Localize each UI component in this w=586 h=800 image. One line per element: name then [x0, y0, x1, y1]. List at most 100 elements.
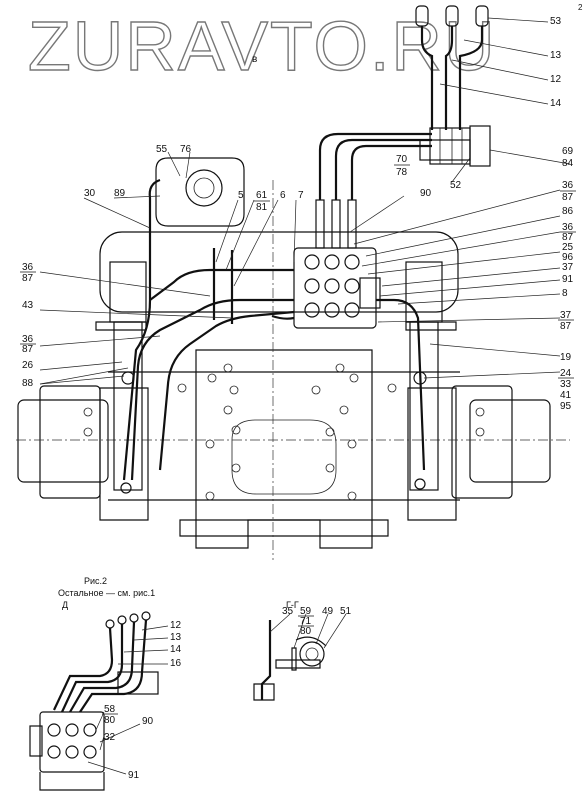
quick-couplers — [415, 5, 489, 130]
leader-lines — [39, 17, 571, 775]
callout-16: 16 — [170, 658, 182, 669]
callout-70: 70 — [396, 154, 408, 165]
callouts: 53 13 12 14 70 78 52 69 84 55 76 30 89 5… — [22, 16, 574, 781]
callout-80-b: 80 — [300, 626, 312, 637]
bolt-holes — [83, 363, 485, 501]
callout-19: 19 — [560, 352, 572, 363]
callout-12: 12 — [550, 74, 562, 85]
callout-41: 41 — [560, 390, 572, 401]
callout-80: 80 — [104, 715, 116, 726]
filter-elbow — [148, 178, 161, 250]
callout-52: 52 — [450, 180, 462, 191]
callout-95: 95 — [560, 401, 572, 412]
figure-2-note: Остальное — см. рис.1 — [58, 588, 155, 598]
frame-opening — [231, 419, 337, 495]
right-bracket — [407, 387, 457, 521]
figure-2-hoses — [53, 611, 159, 713]
callout-5: 5 — [238, 190, 244, 201]
callout-84: 84 — [562, 158, 574, 169]
callout-32: 32 — [104, 732, 116, 743]
callout-14-b: 14 — [170, 644, 182, 655]
figure-2: Рис.2 Остальное — см. рис.1 Д — [29, 576, 159, 791]
callout-35: 35 — [282, 606, 294, 617]
callout-96: 96 — [562, 252, 574, 263]
right-wheel-hub — [451, 385, 513, 499]
callout-underlines — [20, 164, 576, 715]
left-wheel-hub — [39, 385, 101, 499]
right-axle-housing — [469, 399, 551, 483]
watermark: ZURAVTO.RU — [28, 7, 497, 85]
callout-13: 13 — [550, 50, 562, 61]
section-pipe — [299, 641, 325, 667]
hose-couplers — [419, 125, 491, 167]
callout-33: 33 — [560, 379, 572, 390]
lower-crossbar — [179, 519, 389, 537]
callout-59: 59 — [300, 606, 312, 617]
callout-69: 69 — [562, 146, 574, 157]
callout-87-d: 87 — [560, 321, 572, 332]
callout-87-b: 87 — [562, 232, 574, 243]
callout-36: 36 — [562, 180, 574, 191]
frame-plate — [195, 349, 373, 549]
callout-25: 25 — [562, 242, 574, 253]
callout-43: 43 — [22, 300, 34, 311]
section-clamp — [295, 636, 327, 647]
figure-2-title: Рис.2 — [84, 576, 107, 586]
callout-8: 8 — [562, 288, 568, 299]
callout-87-e: 87 — [22, 344, 34, 355]
callout-55: 55 — [156, 144, 168, 155]
callout-90-b: 90 — [142, 716, 154, 727]
callout-87-c: 87 — [22, 273, 34, 284]
section-g-g: Г-Г — [253, 600, 327, 701]
callout-36-b: 36 — [562, 222, 574, 233]
callout-91: 91 — [562, 274, 574, 285]
callout-12-b: 12 — [170, 620, 182, 631]
page-mark: 2 — [578, 3, 583, 12]
callout-61: 61 — [256, 190, 268, 201]
view-letter: в — [252, 54, 257, 65]
callout-58: 58 — [104, 704, 116, 715]
section-nut — [253, 683, 275, 701]
callout-90: 90 — [420, 188, 432, 199]
left-lower-clamp — [120, 482, 132, 494]
section-bracket — [260, 620, 272, 700]
section-bolt — [291, 647, 297, 671]
callout-81: 81 — [256, 202, 268, 213]
cylinder-flanges — [95, 321, 457, 331]
callout-37-b: 37 — [560, 310, 572, 321]
callout-6: 6 — [280, 190, 286, 201]
callout-76: 76 — [180, 144, 192, 155]
callout-53: 53 — [550, 16, 562, 27]
left-axle-housing — [17, 399, 109, 483]
callout-49: 49 — [322, 606, 334, 617]
callout-89: 89 — [114, 188, 126, 199]
callout-78: 78 — [396, 167, 408, 178]
control-valve — [293, 199, 381, 329]
callout-88: 88 — [22, 378, 34, 389]
hydraulic-lines — [122, 132, 432, 481]
filter-housing — [155, 157, 245, 227]
left-clamp — [121, 371, 135, 385]
callout-26: 26 — [22, 360, 34, 371]
callout-86: 86 — [562, 206, 574, 217]
axle-beam — [108, 371, 460, 501]
callout-13-b: 13 — [170, 632, 182, 643]
section-plate — [275, 659, 321, 669]
callout-36-c: 36 — [22, 262, 34, 273]
tank-body — [99, 231, 459, 313]
callout-87: 87 — [562, 192, 574, 203]
callout-7: 7 — [298, 190, 304, 201]
callout-51: 51 — [340, 606, 352, 617]
figure-2-valve — [29, 711, 105, 791]
callout-36-d: 36 — [22, 334, 34, 345]
figure-2-view-label: Д — [62, 600, 68, 610]
callout-91-b: 91 — [128, 770, 140, 781]
filter-cap — [185, 169, 223, 207]
right-lower-clamp — [414, 478, 426, 490]
main-view — [16, 5, 570, 560]
callout-37: 37 — [562, 262, 574, 273]
callout-24: 24 — [560, 368, 572, 379]
section-label: Г-Г — [286, 600, 299, 610]
callout-30: 30 — [84, 188, 96, 199]
